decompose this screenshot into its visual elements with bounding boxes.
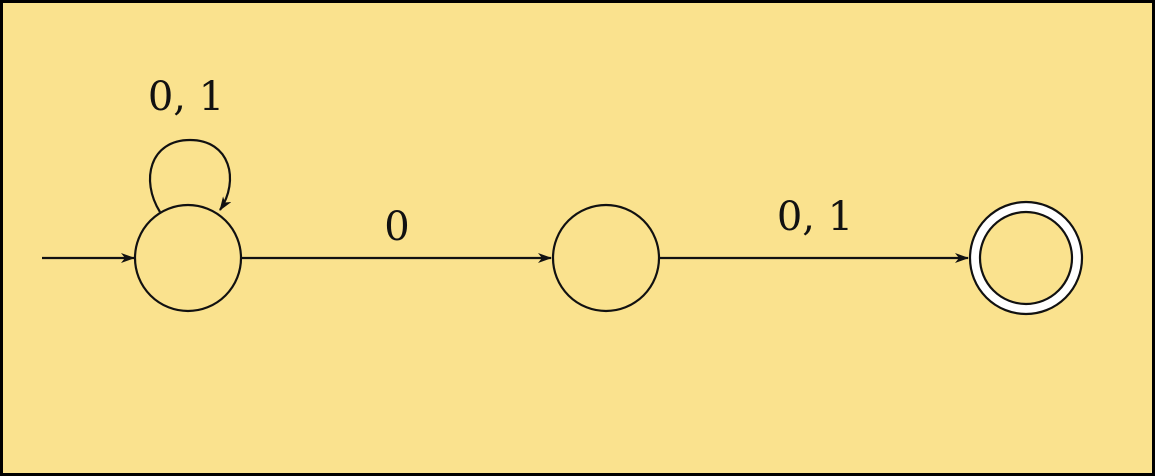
state-q2-accepting <box>968 200 1084 316</box>
state-q1 <box>551 203 661 313</box>
state-q0 <box>133 203 243 313</box>
state-q2-inner-ring <box>978 210 1074 306</box>
self-loop-q0 <box>148 138 232 213</box>
edge-q1-q2-label: 0, 1 <box>777 194 853 240</box>
edge-q0-q1-label: 0 <box>384 204 409 250</box>
self-loop-q0-label: 0, 1 <box>148 74 224 120</box>
